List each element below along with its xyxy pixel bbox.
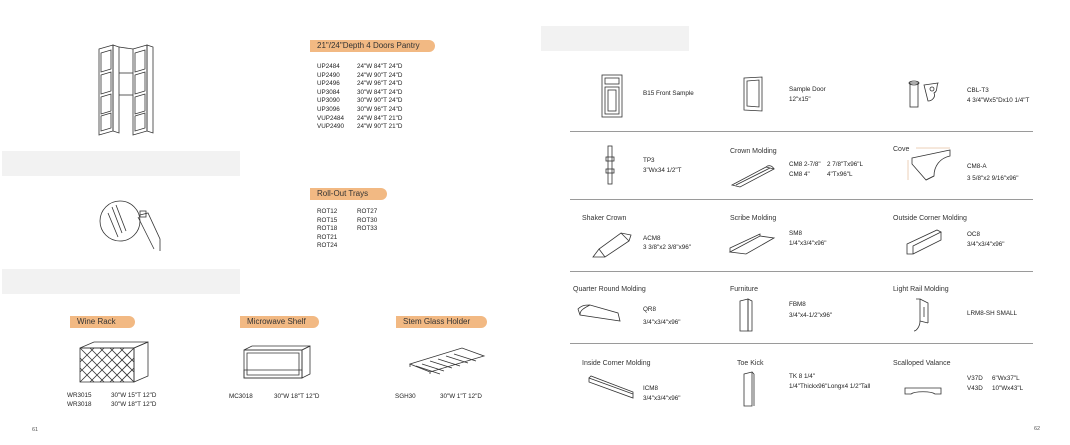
shaker-crown-heading: Shaker Crown [582,215,627,222]
rollout-tray-illustration [99,200,161,251]
page-number-left: 61 [32,427,39,433]
divider-line [570,131,1033,132]
microwave-code: MC3018 [229,393,253,400]
furniture-molding-illustration [739,298,753,332]
corbel-code: CBL-T3 [967,87,989,94]
cove-heading: Cove [893,146,910,153]
scalloped-valance-heading: Scalloped Valance [893,360,951,367]
shaker-size: 3 3/8"x2 3/8"x96" [643,244,692,251]
cove-molding-illustration [907,147,951,181]
microwave-shelf-title-tag: Microwave Shelf [240,316,319,328]
toe-kick-size: 1/4"Thickx96"Longx4 1/2"Tall [789,383,871,390]
gray-band-right [541,26,689,51]
divider-line [570,271,1033,272]
tp3-code: TP3 [643,157,655,164]
quarter-round-size: 3/4"x3/4"x96" [643,319,681,326]
tp3-size: 3"Wx34 1/2"T [643,167,682,174]
gray-band-2 [2,269,240,294]
inside-corner-code: ICM8 [643,385,659,392]
crown-molding-heading: Crown Molding [730,148,777,155]
sample-door-size: 12"x15" [789,96,811,103]
table-row: ROT24 [317,242,338,250]
gray-band-1 [2,151,240,176]
toe-kick-illustration [743,371,755,407]
scribe-size: 1/4"x3/4"x96" [789,240,827,247]
microwave-size: 30"W 18"T 12"D [274,393,320,400]
divider-line [570,199,1033,200]
scalloped-valance-illustration [904,387,942,395]
quarter-round-illustration [577,304,621,322]
light-rail-code: LRM8-SH SMALL [967,310,1018,317]
valance-size-2: 10"Wx43"L [992,385,1024,392]
cove-code: CM8-A [967,163,987,170]
sample-door-illustration [743,76,763,112]
crown-code-2: CM8 4" [789,171,810,178]
furniture-heading: Furniture [730,286,759,293]
scribe-molding-illustration [728,233,776,255]
stem-glass-title-tag: Stem Glass Holder [396,316,487,328]
table-row: ROT21 [317,233,338,241]
quarter-round-heading: Quarter Round Molding [573,286,646,293]
shaker-crown-illustration [592,232,632,258]
stem-glass-holder-illustration [408,347,486,375]
outside-corner-illustration [906,229,942,255]
b15-door-illustration [601,74,623,118]
inside-corner-size: 3/4"x3/4"x96" [643,395,681,402]
pantry-title-tag: 21"/24"Depth 4 Doors Pantry [310,40,435,52]
inside-corner-illustration [588,375,634,399]
light-rail-illustration [913,298,929,332]
stem-glass-code: SGH30 [395,393,416,400]
b15-label: B15 Front Sample [643,90,694,97]
valance-code-2: V43D [967,385,983,392]
furniture-code: FBM8 [789,301,806,308]
rollout-title-tag: Roll-Out Trays [310,188,387,200]
light-rail-heading: Light Rail Molding [893,286,949,293]
pantry-cabinet-illustration [98,44,154,136]
corbel-illustration [908,80,939,108]
crown-size-1: 2 7/8"Tx96"L [827,161,863,168]
wine-rack-title-tag: Wine Rack [70,316,135,328]
page-number-right: 62 [1034,426,1041,432]
corbel-size: 4 3/4"Wx5"Dx10 1/4"T [967,97,1030,104]
sample-door-name: Sample Door [789,86,826,93]
cove-size: 3 5/8"x2 9/16"x96" [967,175,1019,182]
scribe-molding-heading: Scribe Molding [730,215,777,222]
inside-corner-heading: Inside Corner Molding [582,360,651,367]
outside-corner-heading: Outside Corner Molding [893,215,967,222]
furniture-size: 3/4"x4-1/2"x96" [789,312,833,319]
wine-rack-illustration [79,341,149,383]
quarter-round-code: QR8 [643,306,656,313]
divider-line [570,343,1033,344]
shaker-code: ACM8 [643,235,661,242]
toe-kick-heading: Toe Kick [737,360,764,367]
crown-molding-illustration [730,165,776,188]
outside-corner-code: OC8 [967,231,980,238]
outside-corner-size: 3/4"x3/4"x96" [967,241,1005,248]
toe-kick-code: TK 8 1/4" [789,373,816,380]
crown-code-1: CM8 2-7/8" [789,161,821,168]
valance-code-1: V37D [967,375,983,382]
stem-glass-size: 30"W 1"T 12"D [440,393,482,400]
valance-size-1: 6"Wx37"L [992,375,1020,382]
microwave-shelf-illustration [243,345,311,379]
scribe-code: SM8 [789,230,802,237]
tp3-post-illustration [605,145,615,185]
crown-size-2: 4"Tx96"L [827,171,853,178]
